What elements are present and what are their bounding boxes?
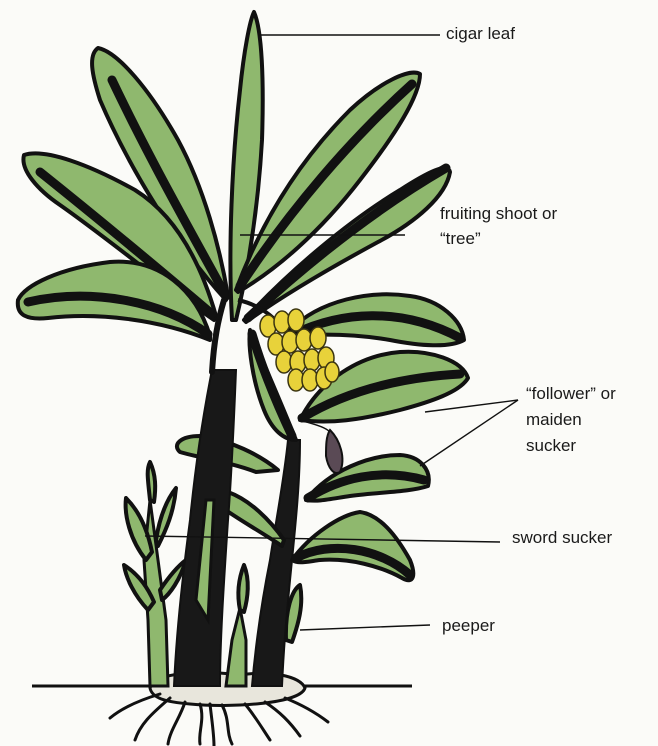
label-peeper: peeper [442,614,495,638]
main-pseudostem [174,370,236,686]
label-follower-line3: sucker [526,434,576,458]
main-leaves [18,12,464,372]
label-fruiting-shoot-line2: “tree” [440,227,481,251]
label-sword-sucker: sword sucker [512,526,612,550]
label-cigar-leaf: cigar leaf [446,22,515,46]
label-follower-line1: “follower” or [526,382,616,406]
male-bell [326,430,342,473]
peeper-leader [300,625,430,630]
label-fruiting-shoot-line1: fruiting shoot or [440,202,557,226]
label-follower-line2: maiden [526,408,582,432]
follower-leader-2 [420,400,518,466]
